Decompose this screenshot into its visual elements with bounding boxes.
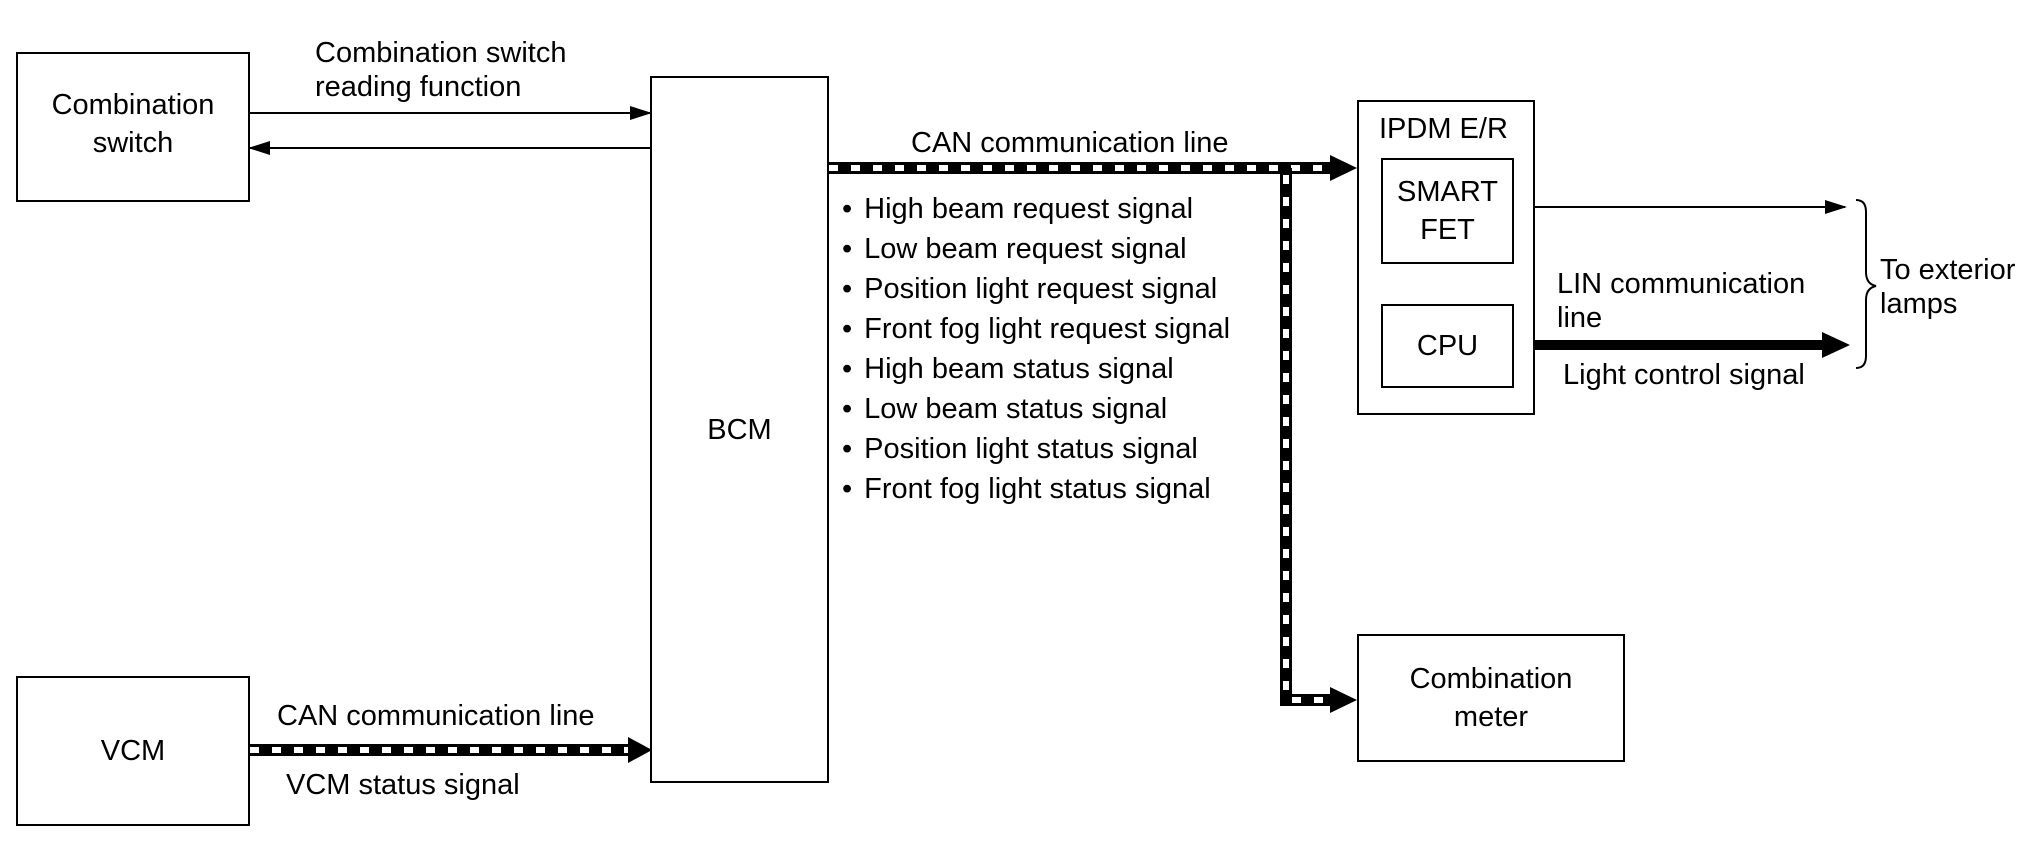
- vcm-can-line-label: CAN communication line: [277, 700, 595, 732]
- bcm-can-line-label: CAN communication line: [911, 127, 1229, 159]
- smart-fet-label-line1: SMART: [1397, 176, 1498, 208]
- cpu-label: CPU: [1416, 330, 1479, 362]
- lin-label-line2: line: [1557, 302, 1603, 334]
- combination-meter-box: [1357, 634, 1625, 762]
- lin-label-line1: LIN communication: [1557, 268, 1806, 300]
- vcm-status-signal-label: VCM status signal: [286, 769, 520, 801]
- vcm-label: VCM: [100, 735, 166, 767]
- signal-item: Low beam request signal: [842, 229, 1230, 269]
- bcm-label: BCM: [707, 414, 772, 446]
- ipdm-er-label: IPDM E/R: [1379, 113, 1508, 145]
- cpu-box: [1381, 304, 1514, 388]
- signal-item: Position light request signal: [842, 269, 1230, 309]
- combination-switch-label: Combination switch: [16, 86, 250, 162]
- bcm-box: [650, 76, 829, 783]
- smart-fet-box: [1381, 158, 1514, 264]
- meter-can-bus-line: [1280, 168, 1357, 713]
- vcm-box: [16, 676, 250, 826]
- switch-reading-line2: reading function: [315, 71, 522, 103]
- signal-item: High beam status signal: [842, 349, 1230, 389]
- switch-reading-function-label: Combination switch reading function: [315, 36, 566, 104]
- light-control-signal-label: Light control signal: [1563, 359, 1805, 391]
- smart-fet-label: SMART FET: [1381, 173, 1514, 249]
- signal-item: Low beam status signal: [842, 389, 1230, 429]
- signal-item: Position light status signal: [842, 429, 1230, 469]
- combination-meter-label-line1: Combination: [1409, 663, 1573, 695]
- smart-fet-label-line2: FET: [1420, 214, 1475, 246]
- combination-switch-label-line2: switch: [92, 127, 174, 159]
- combination-switch-box: [16, 52, 250, 202]
- bcm-signal-list: High beam request signal Low beam reques…: [842, 189, 1230, 509]
- exterior-lamps-label: To exterior lamps: [1880, 253, 2015, 321]
- bcm-can-bus-line: [829, 155, 1357, 181]
- signal-item: High beam request signal: [842, 189, 1230, 229]
- lin-communication-label: LIN communication line: [1557, 267, 1805, 335]
- switch-reading-line1: Combination switch: [315, 37, 567, 69]
- exterior-lamps-line2: lamps: [1880, 288, 1958, 320]
- exterior-lamps-line1: To exterior: [1880, 254, 2016, 286]
- signal-item: Front fog light status signal: [842, 469, 1230, 509]
- vcm-can-bus-line: [250, 737, 652, 763]
- exterior-lamps-brace: [1855, 199, 1877, 369]
- combination-meter-label: Combination meter: [1357, 660, 1625, 736]
- combination-meter-label-line2: meter: [1453, 701, 1529, 733]
- signal-item: Front fog light request signal: [842, 309, 1230, 349]
- combination-switch-label-line1: Combination: [51, 89, 215, 121]
- cpu-lin-arrow: [1514, 332, 1850, 358]
